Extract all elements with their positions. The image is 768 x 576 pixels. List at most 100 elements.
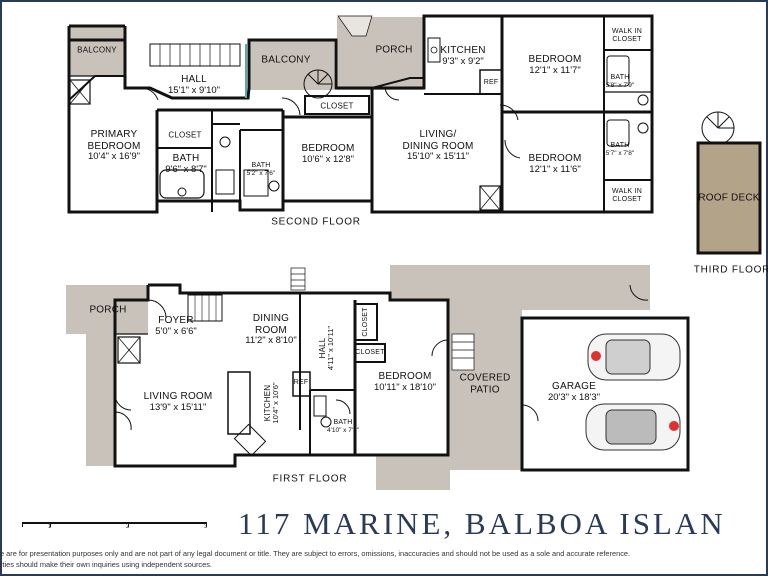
ref-2-name: REF <box>483 78 499 86</box>
bath-top-dims: 5'8" x 7'9" <box>605 82 635 90</box>
bedroom-se-dims: 12'1" x 11'6" <box>529 163 581 175</box>
balcony-left-name: BALCONY <box>77 45 117 55</box>
label-bath-primary: BATH 9'6" x 8'7" <box>165 153 207 175</box>
property-title: 117 MARINE, BALBOA ISLAN <box>238 506 726 541</box>
label-ref-1: REF <box>294 379 309 387</box>
closet-1b-name: CLOSET <box>355 348 385 356</box>
dining-room-dims: 11'2" x 8'10" <box>245 335 297 347</box>
car-bottom <box>585 403 681 451</box>
label-bath-top: BATH 5'8" x 7'9" <box>606 74 634 90</box>
living-dining-2-dims: 15'10" x 15'11" <box>407 151 469 163</box>
label-closet-primary: CLOSET <box>168 130 201 139</box>
third-floor-plan <box>696 111 762 255</box>
bedroom-2-name: BEDROOM <box>301 142 355 154</box>
second-floor-plan <box>67 14 654 214</box>
bedroom-1-name: BEDROOM <box>378 370 432 382</box>
porch-1-name: PORCH <box>89 304 127 316</box>
label-bedroom-se: BEDROOM 12'1" x 11'6" <box>528 153 581 175</box>
first-floor-outer-wall <box>113 283 450 468</box>
walkin-bottom-name: WALK IN <box>612 187 642 195</box>
scale-tick-2 <box>128 522 129 527</box>
primary-bedroom-name: PRIMARY BEDROOM <box>87 129 141 152</box>
hall-1-dims: 4'11" x 10'11" <box>326 325 336 371</box>
disclaimer-line-1: e are for presentation purposes only and… <box>0 549 631 558</box>
patio-stairs <box>290 267 475 371</box>
porch-stairs-top <box>337 15 373 37</box>
label-hall-1: HALL 4'11" x 10'11" <box>318 326 336 370</box>
foyer-name: FOYER <box>158 314 194 326</box>
bath-primary-dims: 9'6" x 8'7" <box>165 163 207 175</box>
bedroom-ne-name: BEDROOM <box>528 53 582 65</box>
first-floor-plan <box>66 265 650 490</box>
bath-bottom-name: BATH <box>610 142 630 150</box>
scale-tick-1 <box>50 522 51 527</box>
floor-label-first: FIRST FLOOR <box>272 473 348 485</box>
car-top <box>587 333 681 381</box>
spiral-stair-2 <box>303 69 333 99</box>
covered-patio-area <box>376 265 650 490</box>
scale-bar: 1 2 3 <box>22 514 208 534</box>
second-floor-outer-wall <box>67 14 654 214</box>
bath-primary-name: BATH <box>172 152 200 164</box>
label-bath-small-2: BATH 5'2" x 7'6" <box>247 162 275 178</box>
floor-label-second: SECOND FLOOR <box>271 216 361 228</box>
bedroom-se-name: BEDROOM <box>528 152 582 164</box>
label-balcony-mid: BALCONY <box>261 54 310 66</box>
balcony-mid-name: BALCONY <box>261 54 311 66</box>
closet-primary-name: CLOSET <box>168 130 202 140</box>
label-roof-deck: ROOF DECK <box>698 192 759 204</box>
label-bedroom-ne: BEDROOM 12'1" x 11'7" <box>528 54 581 76</box>
label-covered-patio: COVERED PATIO <box>455 373 515 396</box>
balcony-mid-area <box>249 40 334 90</box>
hall-2-name: HALL <box>181 73 207 85</box>
label-porch-1: PORCH <box>89 304 126 316</box>
walkin-top-sub: CLOSET <box>612 36 642 43</box>
roof-deck-name: ROOF DECK <box>698 192 760 204</box>
label-bath-1: BATH 4'10" x 7'5" <box>327 419 359 435</box>
label-primary-bedroom: PRIMARY BEDROOM 10'4" x 16'9" <box>74 129 154 163</box>
label-garage: GARAGE 20'3" x 18'3" <box>548 381 600 403</box>
label-hall-2: HALL 15'1" x 9'10" <box>168 74 220 96</box>
label-closet-2: CLOSET <box>320 101 353 110</box>
scale-label-2: 2 <box>126 524 130 530</box>
bedroom-ne-dims: 12'1" x 11'7" <box>529 64 581 76</box>
roof-deck-area <box>696 141 762 255</box>
label-closet-1b: CLOSET <box>355 349 384 357</box>
ref-1-name: REF <box>293 378 309 386</box>
label-living-dining-2: LIVING/ DINING ROOM 15'10" x 15'11" <box>400 129 476 163</box>
scale-tick-3 <box>206 522 207 527</box>
scale-bar-line <box>22 522 206 524</box>
closet-2-name: CLOSET <box>320 101 354 111</box>
living-dining-2-name: LIVING/ DINING ROOM <box>402 129 474 152</box>
label-porch-2: PORCH <box>375 44 412 56</box>
bath-top-name: BATH <box>610 74 630 82</box>
covered-patio-name: COVERED PATIO <box>459 372 511 396</box>
label-kitchen-2: KITCHEN 9'3" x 9'2" <box>440 45 485 67</box>
kitchen-1-dims: 10'4" x 10'6" <box>271 382 281 424</box>
closet-1a-name: CLOSET <box>361 307 369 337</box>
label-dining-room: DINING ROOM 11'2" x 8'10" <box>236 313 306 347</box>
living-room-name: LIVING ROOM <box>143 390 213 402</box>
label-bedroom-2: BEDROOM 10'6" x 12'8" <box>301 143 354 165</box>
label-kitchen-1: KITCHEN 10'4" x 10'6" <box>263 382 281 423</box>
disclaimer-line-2: rties should make their own inquiries us… <box>0 560 212 569</box>
scale-label-1: 1 <box>48 524 52 530</box>
scale-tick-0 <box>22 522 23 527</box>
primary-tub <box>159 169 205 199</box>
bedroom-1-dims: 10'11" x 18'10" <box>374 381 436 393</box>
bath-small-2-dims: 5'2" x 7'6" <box>246 170 276 178</box>
label-foyer: FOYER 5'0" x 6'6" <box>155 315 197 337</box>
living-room-dims: 13'9" x 15'11" <box>149 401 207 413</box>
stairs-2 <box>149 43 241 67</box>
label-balcony-left: BALCONY <box>77 45 117 54</box>
bedroom-2-dims: 10'6" x 12'8" <box>301 153 355 165</box>
bath-1-dims: 4'10" x 7'5" <box>326 427 360 435</box>
label-walkin-bottom: WALK IN CLOSET <box>612 188 642 204</box>
primary-bedroom-dims: 10'4" x 16'9" <box>87 151 141 163</box>
porch-1-area <box>66 285 148 466</box>
label-closet-1a: CLOSET <box>362 307 370 336</box>
label-walkin-top: WALK IN CLOSET <box>612 28 642 44</box>
porch-2-name: PORCH <box>375 44 413 56</box>
